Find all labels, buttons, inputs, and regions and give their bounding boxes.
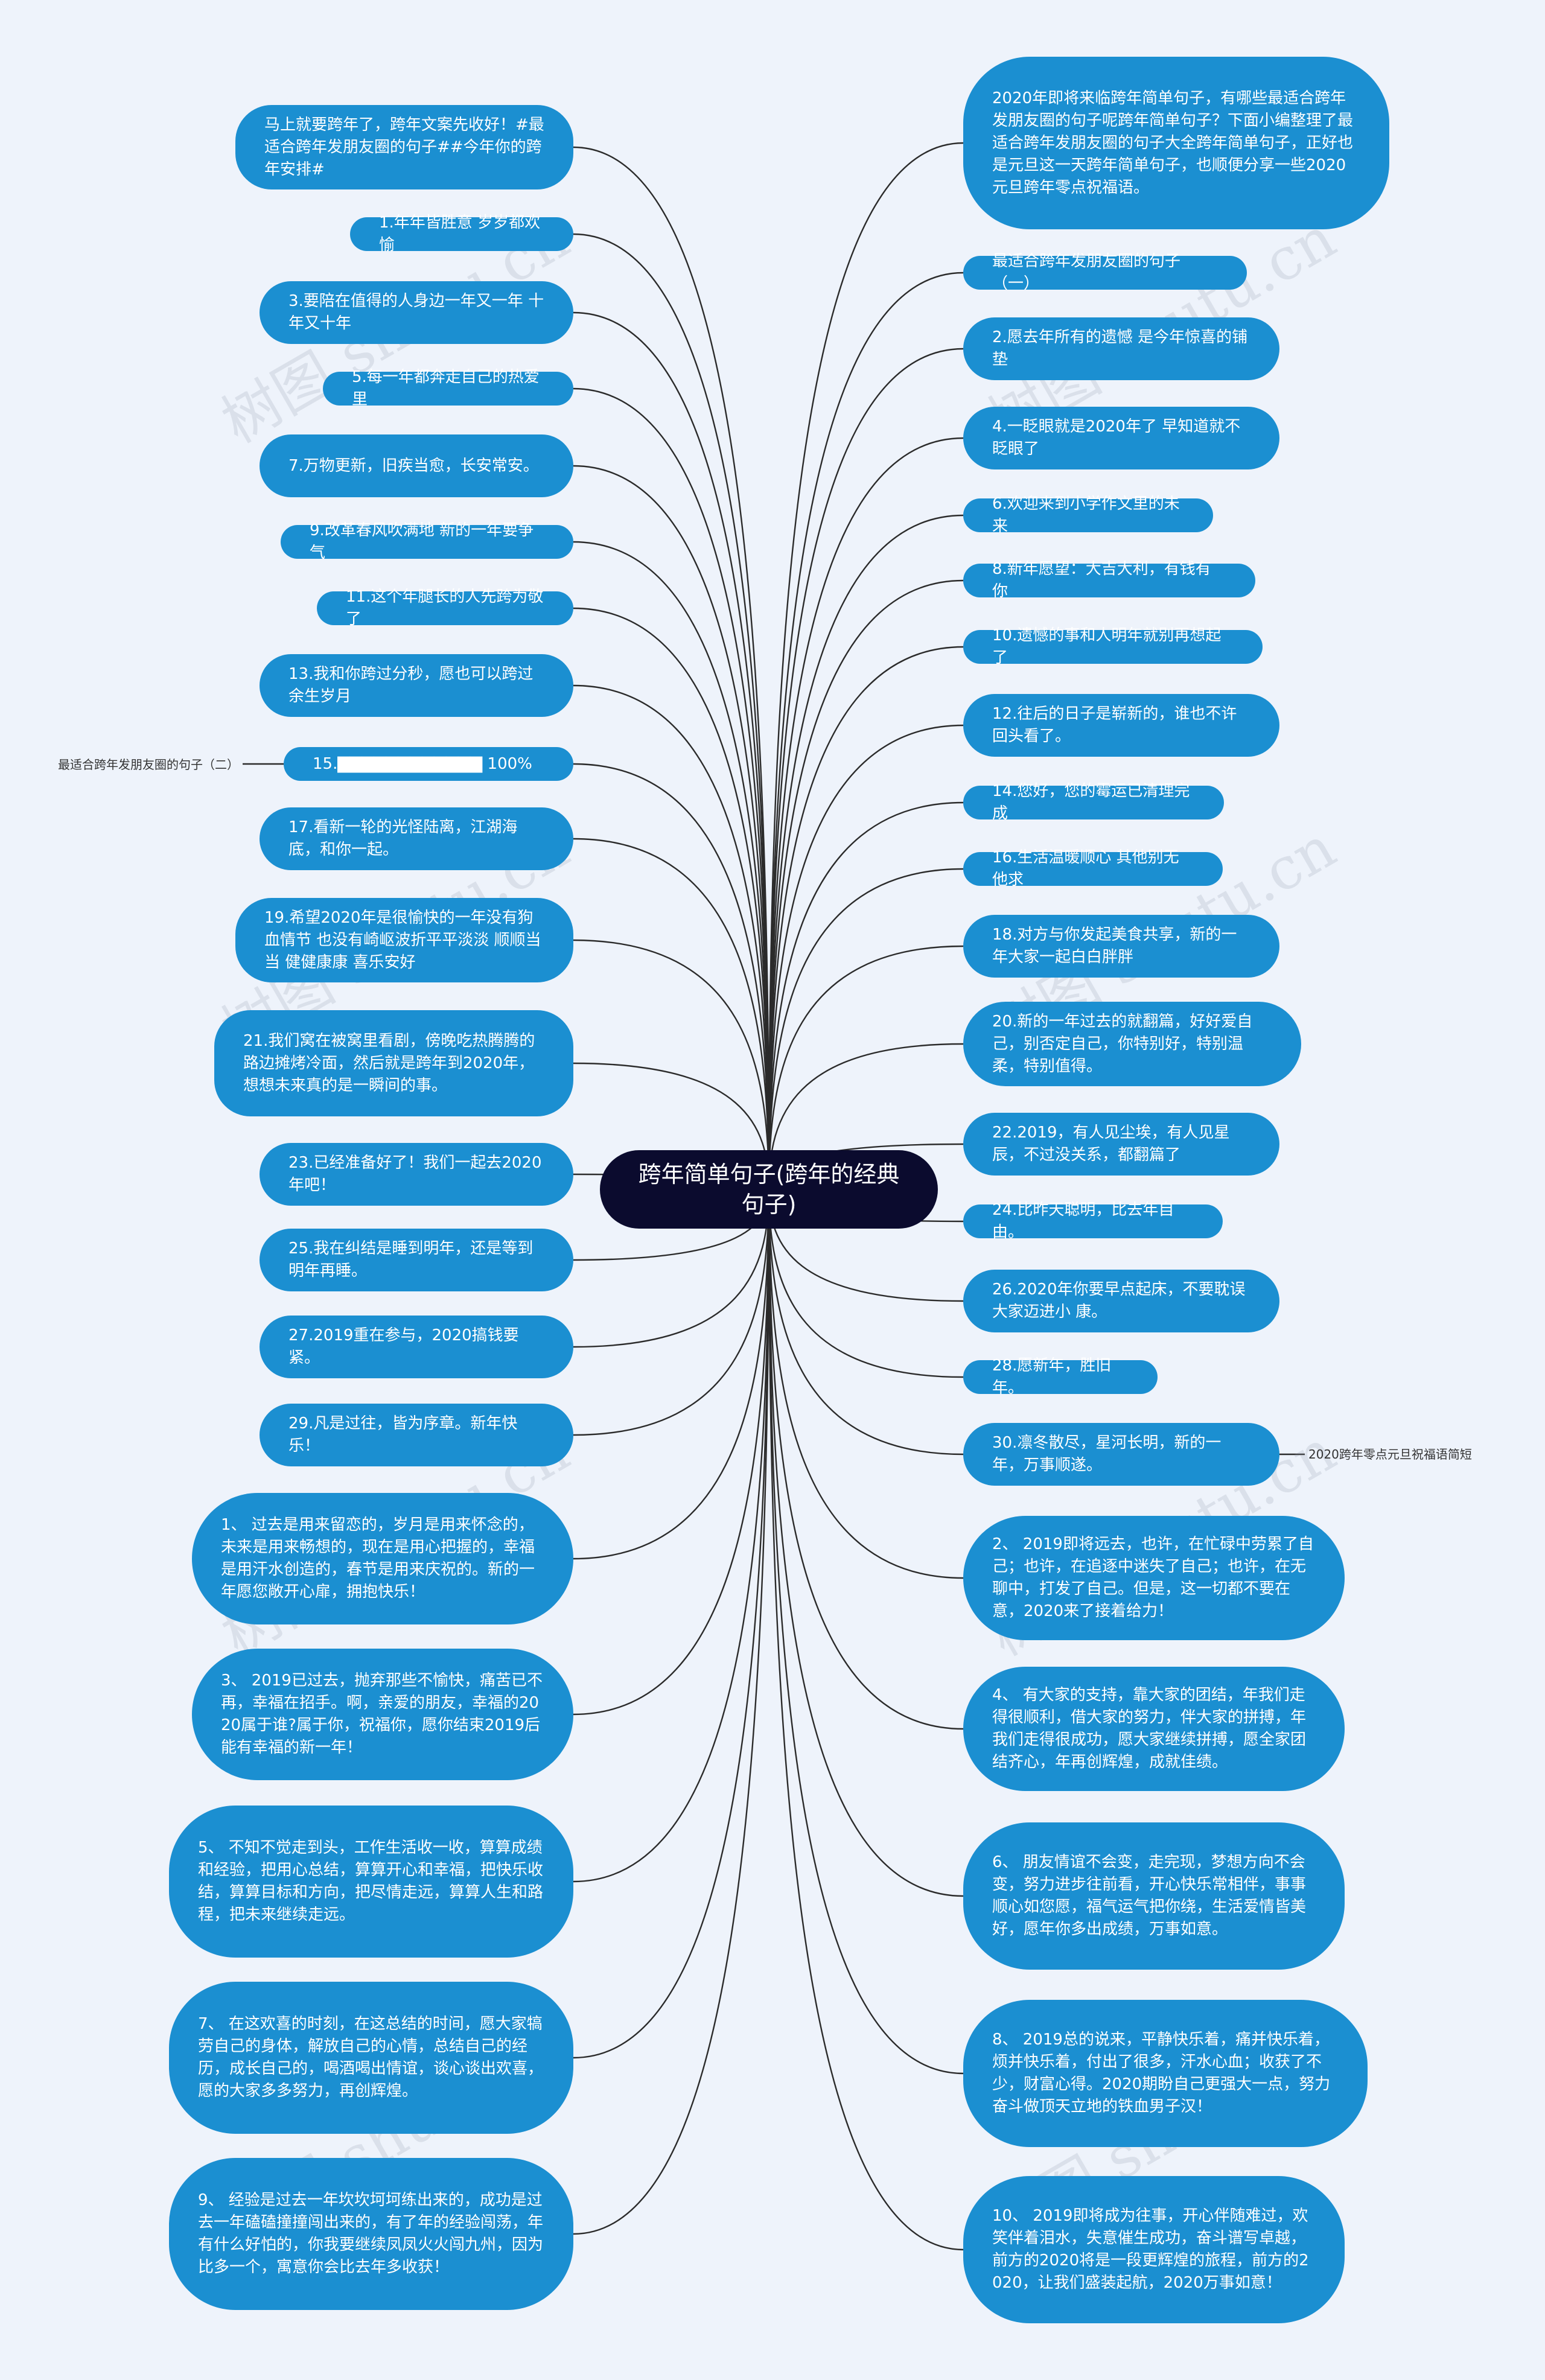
topic-node[interactable]: 2.愿去年所有的遗憾 是今年惊喜的铺垫 [963,317,1279,380]
connector-line [768,437,964,1190]
connector-line [573,838,770,1190]
topic-node[interactable]: 2、 2019即将远去，也许，在忙碌中劳累了自己；也许，在追逐中迷失了自己；也许… [963,1516,1345,1640]
topic-node[interactable]: 9.改革春风吹满地 新的一年要争气 [281,521,573,562]
topic-node[interactable]: 5、 不知不觉走到头，工作生活收一收，算算成绩和经验，把用心总结，算算开心和幸福… [169,1806,573,1958]
connector-line [573,387,770,1190]
topic-node[interactable]: 5.每一年都奔走自己的热爱里 [323,368,573,409]
connector-line [573,763,770,1190]
branch-label[interactable]: 2020跨年零点元旦祝福语简短 [1308,1447,1472,1462]
topic-node[interactable]: 1、 过去是用来留恋的，岁月是用来怀念的，未来是用来畅想的，现在是用心把握的，幸… [192,1493,573,1624]
topic-node[interactable]: 6.欢迎来到小学作文里的未来 [963,495,1213,535]
connector-line [768,579,964,1190]
topic-node[interactable]: 27.2019重在参与，2020搞钱要紧。 [260,1316,573,1378]
connector-line [768,514,964,1190]
topic-node[interactable]: 16.生活温暖顺心 其他别无他求 [963,848,1223,889]
topic-node[interactable]: 13.我和你跨过分秒，愿也可以跨过余生岁月 [260,654,573,717]
topic-node[interactable]: 12.往后的日子是崭新的，谁也不许回头看了。 [963,694,1279,757]
topic-node[interactable]: 7、 在这欢喜的时刻，在这总结的时间，愿大家犒劳自己的身体，解放自己的心情，总结… [169,1982,573,2134]
topic-node[interactable]: 3、 2019已过去，抛弃那些不愉快，痛苦已不再，幸福在招手。啊，亲爱的朋友，幸… [192,1649,573,1780]
connector-line [573,311,770,1190]
connector-line [768,801,964,1190]
topic-node[interactable]: 马上就要跨年了，跨年文案先收好！#最适合跨年发朋友圈的句子##今年你的跨年安排# [235,105,573,189]
connector-line [768,272,964,1190]
connector-line [573,233,770,1190]
topic-node[interactable]: 25.我在纠结是睡到明年，还是等到明年再睡。 [260,1229,573,1291]
branch-label[interactable]: 最适合跨年发朋友圈的句子（二） [58,757,239,772]
topic-node[interactable]: 3.要陪在值得的人身边一年又一年 十年又十年 [260,281,573,344]
topic-node[interactable]: 19.希望2020年是很愉快的一年没有狗血情节 也没有崎岖波折平平淡淡 顺顺当当… [235,898,573,982]
topic-node[interactable]: 8.新年愿望：大吉大利，有钱有你 [963,560,1255,600]
connector-line [573,1189,770,2235]
topic-node[interactable]: 30.凛冬散尽，星河长明，新的一年，万事顺遂。 [963,1423,1279,1486]
topic-node[interactable]: 28.愿新年，胜旧年。 [963,1357,1158,1397]
topic-node[interactable]: 24.比昨天聪明，比去年自由。 [963,1201,1223,1241]
topic-node[interactable]: 17.看新一轮的光怪陆离，江湖海底，和你一起。 [260,807,573,870]
connector-line [768,1189,964,1897]
topic-node[interactable]: 14.您好，您的霉运已清理完成 [963,782,1224,822]
connector-line [768,1189,964,1730]
topic-node[interactable]: 4.一眨眼就是2020年了 早知道就不眨眼了 [963,407,1279,469]
connector-line [573,465,770,1190]
connector-line [768,868,964,1190]
topic-node[interactable]: 2020年即将来临跨年简单句子，有哪些最适合跨年发朋友圈的句子呢跨年简单句子？下… [963,57,1389,229]
topic-node[interactable]: 6、 朋友情谊不会变，走完现，梦想方向不会变，努力进步往前看，开心快乐常相伴，事… [963,1822,1345,1970]
topic-node[interactable]: 9、 经验是过去一年坎坎坷坷练出来的，成功是过去一年磕磕撞撞闯出来的，有了年的经… [169,2158,573,2310]
connector-line [768,1189,964,1579]
connector-line [573,1189,770,1560]
connector-line [768,142,964,1190]
connector-line [573,684,770,1190]
topic-node[interactable]: 4、 有大家的支持，靠大家的团结，年我们走得很顺利，借大家的努力，伴大家的拼搏，… [963,1667,1345,1791]
topic-node[interactable]: 最适合跨年发朋友圈的句子（一） [963,252,1247,293]
topic-node[interactable]: 21.我们窝在被窝里看剧，傍晚吃热腾腾的路边摊烤冷面，然后就是跨年到2020年，… [214,1010,573,1116]
connector-line [573,607,770,1190]
root-node[interactable]: 跨年简单句子(跨年的经典句子) [600,1150,938,1229]
connector-line [573,146,770,1190]
topic-node[interactable]: 1.年年皆胜意 岁岁都欢愉 [350,214,573,254]
connector-line [768,1189,964,1456]
topic-node[interactable]: 15.▇▇▇▇▇▇▇▇▇▇▇▇ 100% [284,747,573,781]
topic-node[interactable]: 29.凡是过往，皆为序章。新年快乐！ [260,1404,573,1466]
topic-node[interactable]: 18.对方与你发起美食共享，新的一年大家一起白白胖胖 [963,915,1279,978]
connector-line [573,1189,770,1716]
topic-node[interactable]: 8、 2019总的说来，平静快乐着，痛并快乐着，烦并快乐着，付出了很多，汗水心血… [963,2000,1368,2147]
connector-line [768,348,964,1190]
connector-line [573,1189,770,2059]
topic-node[interactable]: 7.万物更新，旧疾当愈，长安常安。 [260,434,573,497]
connector-line [768,1189,964,2075]
connector-line [768,724,964,1190]
connector-line [573,541,770,1190]
topic-node[interactable]: 23.已经准备好了！我们一起去2020年吧！ [260,1143,573,1206]
connector-line [573,1189,770,1883]
topic-node[interactable]: 22.2019，有人见尘埃，有人见星辰，不过没关系，都翻篇了 [963,1113,1279,1176]
connector-line [768,646,964,1190]
connector-line [768,1189,964,2251]
topic-node[interactable]: 20.新的一年过去的就翻篇，好好爱自己，别否定自己，你特别好，特别温柔，特别值得… [963,1002,1301,1086]
topic-node[interactable]: 11.这个年腿长的人先跨为敬了 [317,588,573,628]
topic-node[interactable]: 10、 2019即将成为往事，开心伴随难过，欢笑伴着泪水，失意催生成功，奋斗谱写… [963,2176,1345,2323]
topic-node[interactable]: 26.2020年你要早点起床，不要耽误大家迈进小 康。 [963,1270,1279,1332]
topic-node[interactable]: 10.遗憾的事和人明年就别再想起了 [963,626,1263,667]
